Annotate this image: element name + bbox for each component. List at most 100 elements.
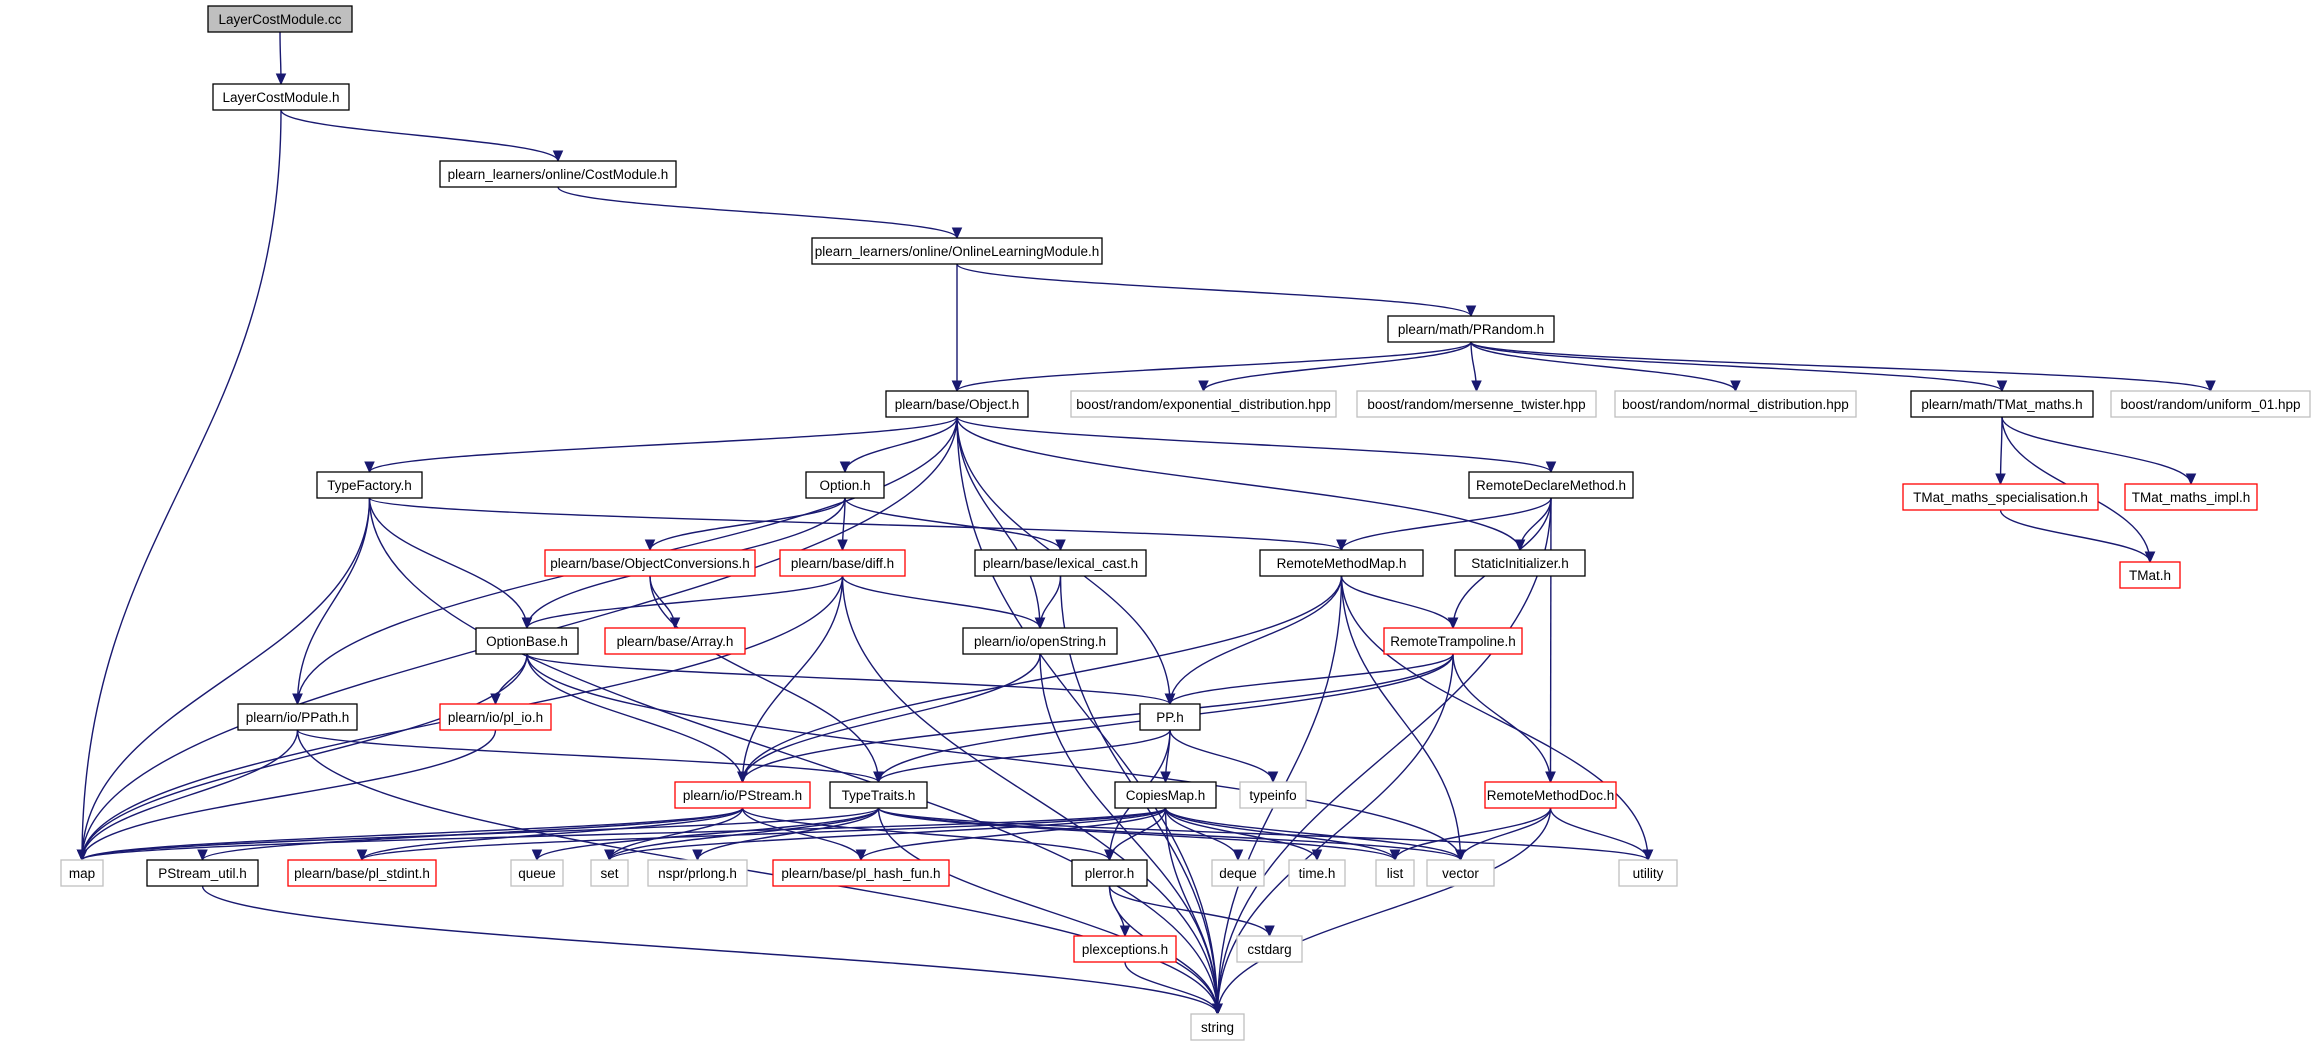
node-n33[interactable]: RemoteMethodDoc.h [1484,781,1617,809]
node-n11[interactable]: TypeFactory.h [316,471,423,499]
edge-n1-n2 [280,109,559,162]
edge-arrowhead [1160,771,1171,784]
node-label: boost/random/mersenne_twister.hpp [1367,397,1585,412]
edge-n41-n47 [1108,885,1271,937]
node-box [811,237,1103,265]
node-n32[interactable]: CopiesMap.h [1114,781,1217,809]
node-label: plearn/base/Object.h [895,397,1020,412]
node-n24[interactable]: plearn/io/openString.h [962,627,1118,655]
edge-n30-n45 [877,807,1462,861]
node-n28[interactable]: PP.h [1139,703,1201,731]
edge-n30-n39 [696,807,880,861]
edge-arrowhead [531,849,543,862]
node-label: OptionBase.h [486,634,568,649]
node-box [1426,859,1495,887]
node-n14[interactable]: TMat_maths_specialisation.h [1902,483,2099,511]
node-label: list [1387,866,1404,881]
edge-n11-n34 [81,497,371,861]
node-n38: set [590,859,629,887]
edge-n24-n29 [741,653,1041,783]
edge-n28-n30 [877,729,1171,783]
edge-n28-n31 [1169,729,1274,783]
node-label: TypeFactory.h [327,478,412,493]
edge-n5-n24 [956,416,1041,629]
node-n0[interactable]: LayerCostModule.cc [207,5,353,33]
node-box [439,160,677,188]
node-n2[interactable]: plearn_learners/online/CostModule.h [439,160,677,188]
node-n7: boost/random/mersenne_twister.hpp [1356,390,1597,418]
node-box [1139,703,1201,731]
node-n48[interactable]: plexceptions.h [1073,935,1177,963]
node-n40[interactable]: plearn/base/pl_hash_fun.h [772,859,950,887]
node-n26[interactable]: plearn/io/PPath.h [237,703,358,731]
node-n3[interactable]: plearn_learners/online/OnlineLearningMod… [811,237,1103,265]
node-label: TMat.h [2129,568,2171,583]
edge-n29-n36 [361,807,744,861]
edge-arrowhead [1447,617,1459,630]
node-n15[interactable]: TMat_maths_impl.h [2124,483,2258,511]
edge-n26-n49 [296,729,1219,1015]
edge-arrowhead [1212,1003,1223,1016]
node-label: plearn/io/pl_io.h [448,710,543,725]
edge-n29-n41 [741,807,1111,861]
node-n4[interactable]: plearn/math/PRandom.h [1387,315,1555,343]
edge-n13-n33 [1549,497,1552,783]
edge-arrowhead [1545,771,1556,784]
edge-arrowhead [1471,380,1482,393]
node-n29[interactable]: plearn/io/PStream.h [674,781,811,809]
node-box [1211,859,1265,887]
node-n30[interactable]: TypeTraits.h [829,781,928,809]
node-n22[interactable]: plearn/base/Array.h [604,627,746,655]
edge-n5-n13 [956,416,1552,473]
edge-n30-n38 [608,807,880,861]
node-n21[interactable]: TMat.h [2119,561,2181,589]
edge-n23-n34 [81,653,528,861]
node-n34: map [60,859,104,887]
node-n16[interactable]: plearn/base/ObjectConversions.h [544,549,756,577]
edge-arrowhead [951,227,963,240]
node-n20[interactable]: StaticInitializer.h [1454,549,1586,577]
edge-n29-n38 [608,807,744,861]
node-box [1484,781,1617,809]
edge-n23-n27 [494,653,528,705]
edge-arrowhead [951,380,963,393]
node-label: vector [1442,866,1479,881]
node-label: nspr/prlong.h [658,866,737,881]
edge-n17-n49 [841,575,1219,1015]
node-label: utility [1633,866,1664,881]
node-n5[interactable]: plearn/base/Object.h [885,390,1029,418]
node-label: plearn/base/diff.h [791,556,894,571]
node-label: CopiesMap.h [1126,788,1206,803]
node-box [1073,935,1177,963]
node-n18[interactable]: plearn/base/lexical_cast.h [974,549,1147,577]
node-n12[interactable]: Option.h [805,471,885,499]
edge-arrowhead [1389,849,1401,862]
node-box [207,5,353,33]
node-n36[interactable]: plearn/base/pl_stdint.h [287,859,437,887]
node-label: typeinfo [1249,788,1296,803]
node-n17[interactable]: plearn/base/diff.h [779,549,906,577]
node-n27[interactable]: plearn/io/pl_io.h [439,703,552,731]
node-label: time.h [1299,866,1336,881]
node-n41[interactable]: plerror.h [1071,859,1148,887]
node-n35[interactable]: PStream_util.h [146,859,259,887]
edge-arrowhead [1198,380,1209,393]
node-n9[interactable]: plearn/math/TMat_maths.h [1910,390,2094,418]
edge-n25-n49 [1216,653,1454,1015]
node-label: deque [1219,866,1257,881]
node-label: LayerCostModule.h [222,90,339,105]
node-n1[interactable]: LayerCostModule.h [212,83,350,111]
node-n19[interactable]: RemoteMethodMap.h [1259,549,1424,577]
node-n13[interactable]: RemoteDeclareMethod.h [1468,471,1634,499]
node-box [287,859,437,887]
edge-n33-n49 [1216,807,1552,1015]
node-n25[interactable]: RemoteTrampoline.h [1383,627,1523,655]
edge-n26-n30 [296,729,880,783]
edge-n11-n49 [368,497,1219,1015]
node-n23[interactable]: OptionBase.h [475,627,579,655]
edge-arrowhead [1104,849,1115,862]
edge-arrowhead [1034,617,1046,630]
node-label: Option.h [819,478,870,493]
edge-n3-n4 [956,263,1472,317]
edge-n11-n19 [368,497,1343,551]
